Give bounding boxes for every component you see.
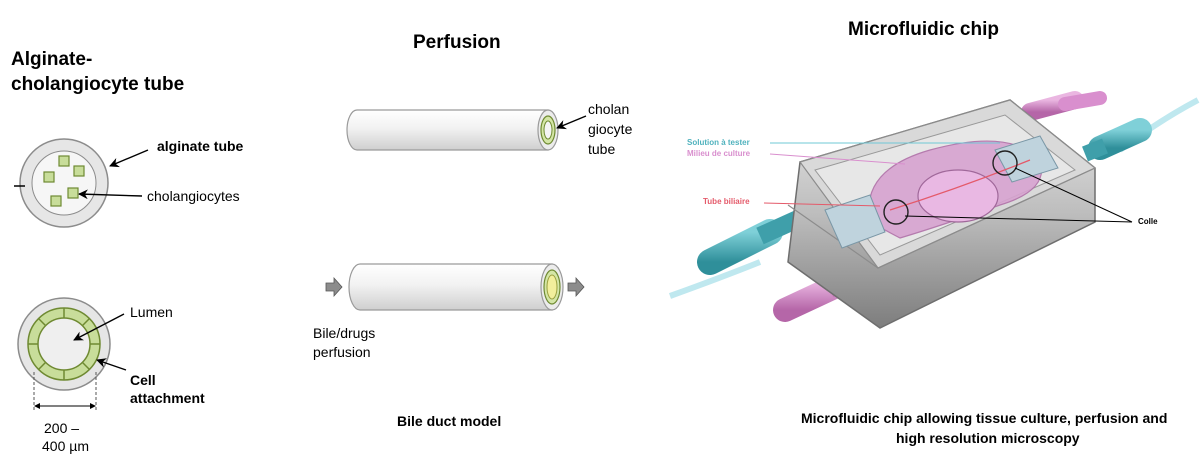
tube-label-line2: giocyte [588, 121, 633, 137]
bile-duct-caption: Bile duct model [397, 413, 502, 429]
colle-label: Colle [1138, 217, 1158, 226]
cell-attachment-label-line1: Cell [130, 372, 156, 388]
chip-caption-line2: high resolution microscopy [896, 430, 1080, 446]
chip-caption-line1: Microfluidic chip allowing tissue cultur… [801, 410, 1168, 426]
tube-biliaire-label: Tube biliaire [703, 197, 750, 206]
cholangiocyte-tube-upper [346, 109, 559, 151]
perfusion-title: Perfusion [413, 32, 501, 53]
outflow-arrow-icon [567, 276, 585, 298]
alginate-tube-arrow [109, 149, 149, 168]
lumen-label: Lumen [130, 304, 173, 320]
alginate-tube-cross-section [14, 138, 109, 228]
microfluidic-chip-illustration [668, 91, 1200, 329]
dimension-label-line1: 200 – [44, 420, 80, 436]
dimension-marker [33, 372, 97, 412]
cholangiocytes-label: cholangiocytes [147, 188, 240, 204]
cell-attachment-label-line2: attachment [130, 390, 205, 406]
cell-ring-cross-section [17, 297, 111, 391]
inflow-arrow-icon [325, 276, 343, 298]
colle-leader-line-1 [904, 215, 1133, 223]
solution-label: Solution à tester [687, 138, 750, 147]
left-title-line2: cholangiocyte tube [11, 74, 185, 95]
perfusion-tube-lower [348, 263, 564, 311]
perfusion-label-line1: Bile/drugs [313, 325, 376, 341]
tube-label-line3: tube [588, 141, 616, 157]
milieu-leader-line [769, 153, 906, 165]
colle-leader-line-2 [1014, 167, 1133, 223]
tube-label-line1: cholan [588, 101, 630, 117]
alginate-tube-label: alginate tube [157, 138, 244, 154]
cholangiocytes-arrow [78, 189, 143, 200]
lumen-arrow [73, 313, 125, 341]
microfluidic-title: Microfluidic chip [848, 19, 999, 40]
milieu-label: Milieu de culture [687, 149, 751, 158]
dimension-label-line2: 400 µm [42, 438, 89, 454]
tube-biliaire-leader-line [763, 202, 881, 207]
cell-attachment-arrow [96, 358, 127, 371]
cholangiocyte-tube-arrow [556, 115, 587, 130]
left-title-line1: Alginate- [11, 49, 93, 70]
perfusion-label-line2: perfusion [313, 344, 371, 360]
